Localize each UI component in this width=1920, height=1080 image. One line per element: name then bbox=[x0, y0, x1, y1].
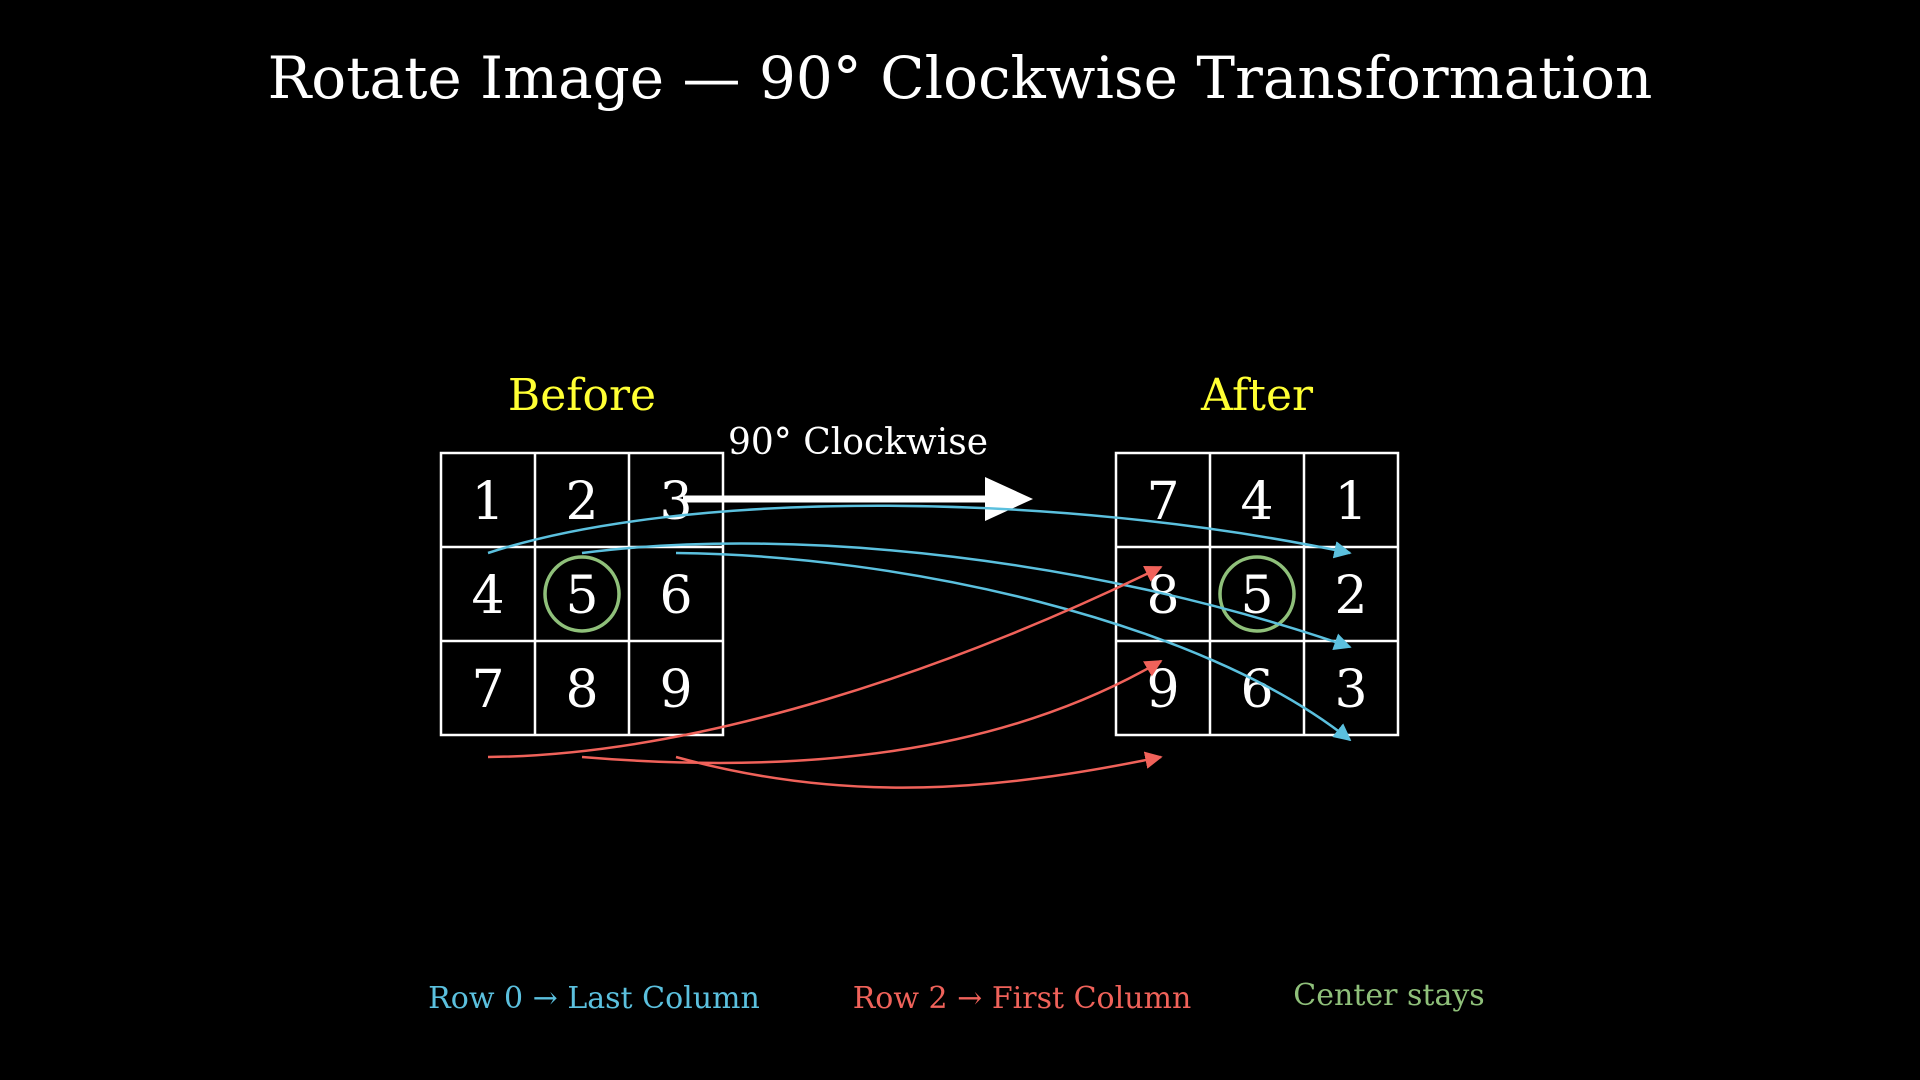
after-cell: 1 bbox=[1334, 472, 1367, 532]
legend-row2: Row 2 → First Column bbox=[853, 981, 1192, 1016]
before-grid-border bbox=[439, 451, 725, 737]
before-cell: 8 bbox=[565, 660, 598, 720]
page-title: Rotate Image — 90° Clockwise Transformat… bbox=[268, 44, 1653, 112]
mapping-arrow-red bbox=[487, 565, 1163, 759]
before-cell: 5 bbox=[565, 566, 598, 626]
rotation-arrow bbox=[683, 477, 1033, 521]
rotation-label: 90° Clockwise bbox=[728, 422, 988, 463]
mapping-arrow-blue bbox=[675, 551, 1352, 742]
after-grid-border bbox=[1114, 451, 1400, 737]
before-label: Before bbox=[508, 370, 656, 421]
after-label: After bbox=[1200, 370, 1314, 421]
after-cell: 5 bbox=[1240, 566, 1273, 626]
before-grid: 1 2 3 4 5 6 7 8 9 bbox=[439, 451, 725, 737]
before-cell: 9 bbox=[659, 660, 692, 720]
mapping-arrow-red bbox=[675, 751, 1163, 789]
legend: Row 0 → Last Column Row 2 → First Column… bbox=[428, 978, 1485, 1016]
after-cell: 9 bbox=[1146, 660, 1179, 720]
before-cell: 6 bbox=[659, 566, 692, 626]
row0-mappings bbox=[487, 504, 1352, 742]
mapping-arrow-blue bbox=[581, 542, 1352, 651]
before-cell: 2 bbox=[565, 472, 598, 532]
after-cell: 3 bbox=[1334, 660, 1367, 720]
after-center-circle bbox=[1218, 555, 1296, 633]
legend-center: Center stays bbox=[1293, 978, 1484, 1013]
mapping-arrow-red bbox=[581, 659, 1163, 765]
row2-mappings bbox=[487, 565, 1163, 789]
mapping-arrow-blue bbox=[487, 504, 1352, 559]
rotation-arrow-head bbox=[985, 477, 1033, 521]
after-cell: 4 bbox=[1240, 472, 1273, 532]
before-cell: 4 bbox=[471, 566, 504, 626]
before-cell: 7 bbox=[471, 660, 504, 720]
legend-row0: Row 0 → Last Column bbox=[428, 981, 760, 1016]
after-cell: 2 bbox=[1334, 566, 1367, 626]
before-center-circle bbox=[543, 555, 621, 633]
after-grid: 7 4 1 8 5 2 9 6 3 bbox=[1114, 451, 1400, 737]
before-cell: 1 bbox=[471, 472, 504, 532]
after-cell: 6 bbox=[1240, 660, 1273, 720]
